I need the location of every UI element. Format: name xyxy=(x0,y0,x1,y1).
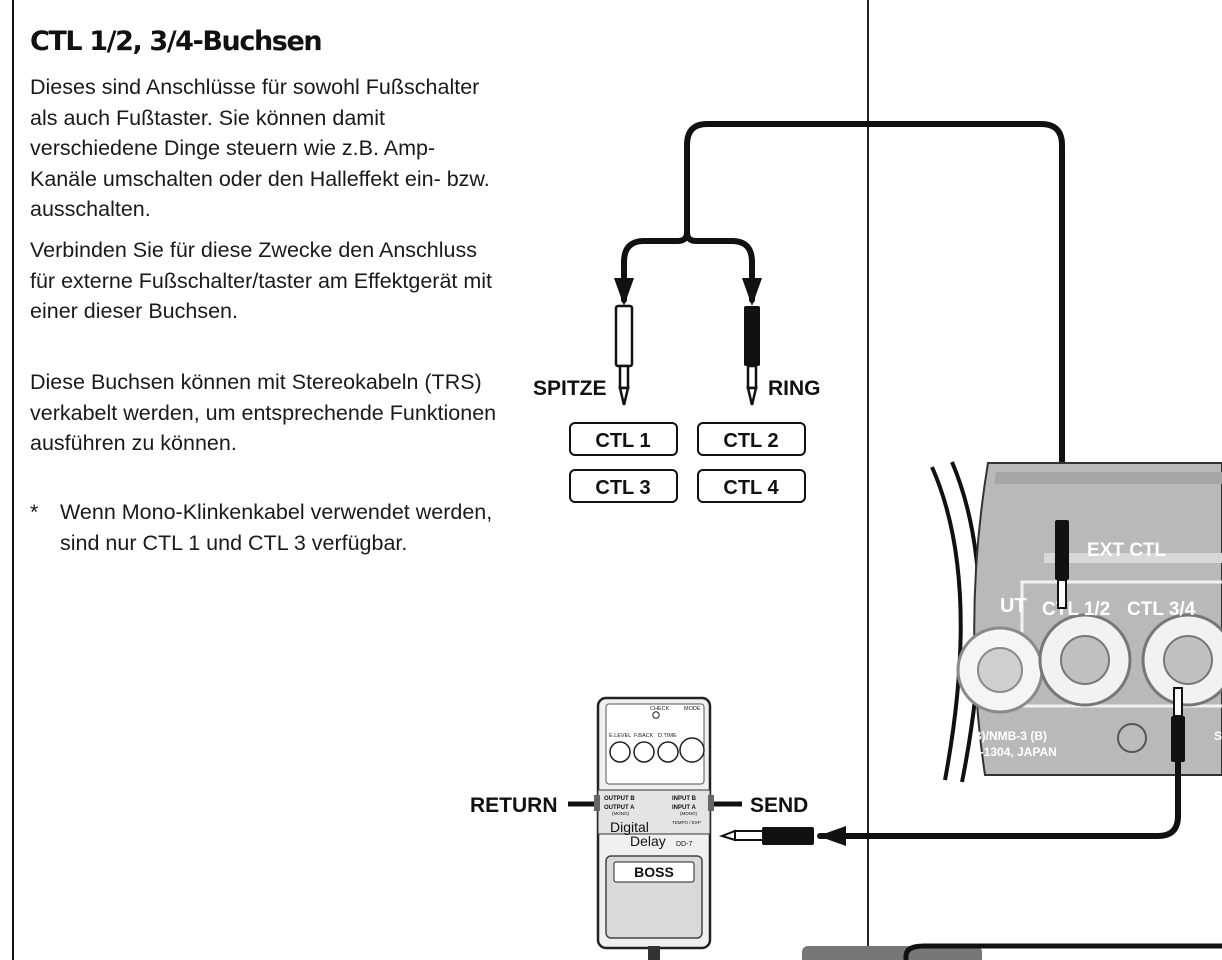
knob-label-dtime: D.TIME xyxy=(658,733,677,739)
svg-text:CTL 4: CTL 4 xyxy=(723,477,779,499)
ring-plug xyxy=(744,306,760,406)
input-jack-right xyxy=(708,795,714,811)
output-b-label: OUTPUT B xyxy=(604,796,635,802)
knob-mode xyxy=(679,737,705,763)
jack-label-ctl12: CTL 1/2 xyxy=(1042,599,1110,620)
jack-label-ctl34: CTL 3/4 xyxy=(1127,599,1196,620)
output-jack-left xyxy=(594,795,600,811)
input-mono-label: (MONO) xyxy=(680,811,697,816)
model-line-1: B)/NMB-3 (B) xyxy=(973,729,1047,743)
output-mono-label: (MONO) xyxy=(612,811,629,816)
knob-dtime xyxy=(657,741,679,763)
left-border-line xyxy=(12,0,14,960)
ring-label: RING xyxy=(768,377,821,400)
ctl-box-3: CTL 3 xyxy=(569,469,678,503)
device-rear-panel: EXT CTL CTL 1/2 CTL 3/4 UT B)/NMB-3 (B) … xyxy=(956,462,1222,776)
bottom-gray-box xyxy=(802,946,982,960)
pedal-name-1: Digital xyxy=(610,819,649,835)
mode-label: MODE xyxy=(684,706,701,712)
ctl-box-2: CTL 2 xyxy=(697,422,806,456)
ring-arrow xyxy=(742,278,762,306)
column-divider xyxy=(867,0,869,960)
return-label: RETURN xyxy=(470,794,558,817)
output-label-partial: UT xyxy=(1000,595,1027,617)
send-label: SEND xyxy=(750,794,808,817)
pedal-bottom-cable xyxy=(648,946,660,960)
input-b-label: INPUT B xyxy=(672,796,697,802)
dd7-pedal: CHECK MODE E.LEVEL F.BACK D.TIME OUTPUT … xyxy=(594,696,714,960)
output-a-label: OUTPUT A xyxy=(604,805,635,811)
ctl34-cable xyxy=(817,687,1185,839)
connection-paragraph: Verbinden Sie für diese Zwecke den Ansch… xyxy=(30,238,493,323)
note-text: Wenn Mono-Klinkenkabel verwendet werden,… xyxy=(60,500,493,555)
ctl-box-4: CTL 4 xyxy=(697,469,806,503)
brand-label: BOSS xyxy=(634,864,674,880)
knob-fback xyxy=(633,741,655,763)
input-a-label: INPUT A xyxy=(672,805,696,811)
svg-text:CTL 1: CTL 1 xyxy=(595,430,650,452)
tip-plug xyxy=(614,304,634,406)
brand-plate xyxy=(613,861,695,883)
intro-paragraph: Dieses sind Anschlüsse für sowohl Fußsch… xyxy=(30,75,490,221)
pedal-model: DD-7 xyxy=(676,841,692,848)
check-label: CHECK xyxy=(650,706,670,712)
knob-elevel xyxy=(609,741,631,763)
send-arrow xyxy=(818,826,846,846)
bottom-cable xyxy=(903,943,1222,960)
side-label: S xyxy=(1214,729,1222,743)
check-led xyxy=(652,711,660,719)
note-marker: * xyxy=(30,500,39,524)
pedal-name-2: Delay xyxy=(630,833,666,849)
tip-label: SPITZE xyxy=(533,377,607,400)
svg-text:CTL 3: CTL 3 xyxy=(595,477,650,499)
ctl12-plug xyxy=(1055,520,1069,609)
tip-arrow xyxy=(614,278,634,306)
svg-text:CTL 2: CTL 2 xyxy=(723,430,778,452)
stereo-paragraph: Diese Buchsen können mit Stereokabeln (T… xyxy=(30,370,497,455)
tempo-label: TEMPO / EXP xyxy=(672,820,701,825)
y-cable xyxy=(621,121,1065,603)
model-line-2: 1-1304, JAPAN xyxy=(973,745,1057,759)
ext-ctl-label: EXT CTL xyxy=(1087,540,1167,561)
knob-label-elevel: E.LEVEL xyxy=(609,733,631,739)
knob-label-fback: F.BACK xyxy=(634,733,654,739)
ctl-box-1: CTL 1 xyxy=(569,422,678,456)
mono-note: * Wenn Mono-Klinkenkabel verwendet werde… xyxy=(30,497,500,558)
pedal-input-plug xyxy=(718,827,814,845)
section-heading: CTL 1/2, 3/4-Buchsen xyxy=(30,26,323,57)
